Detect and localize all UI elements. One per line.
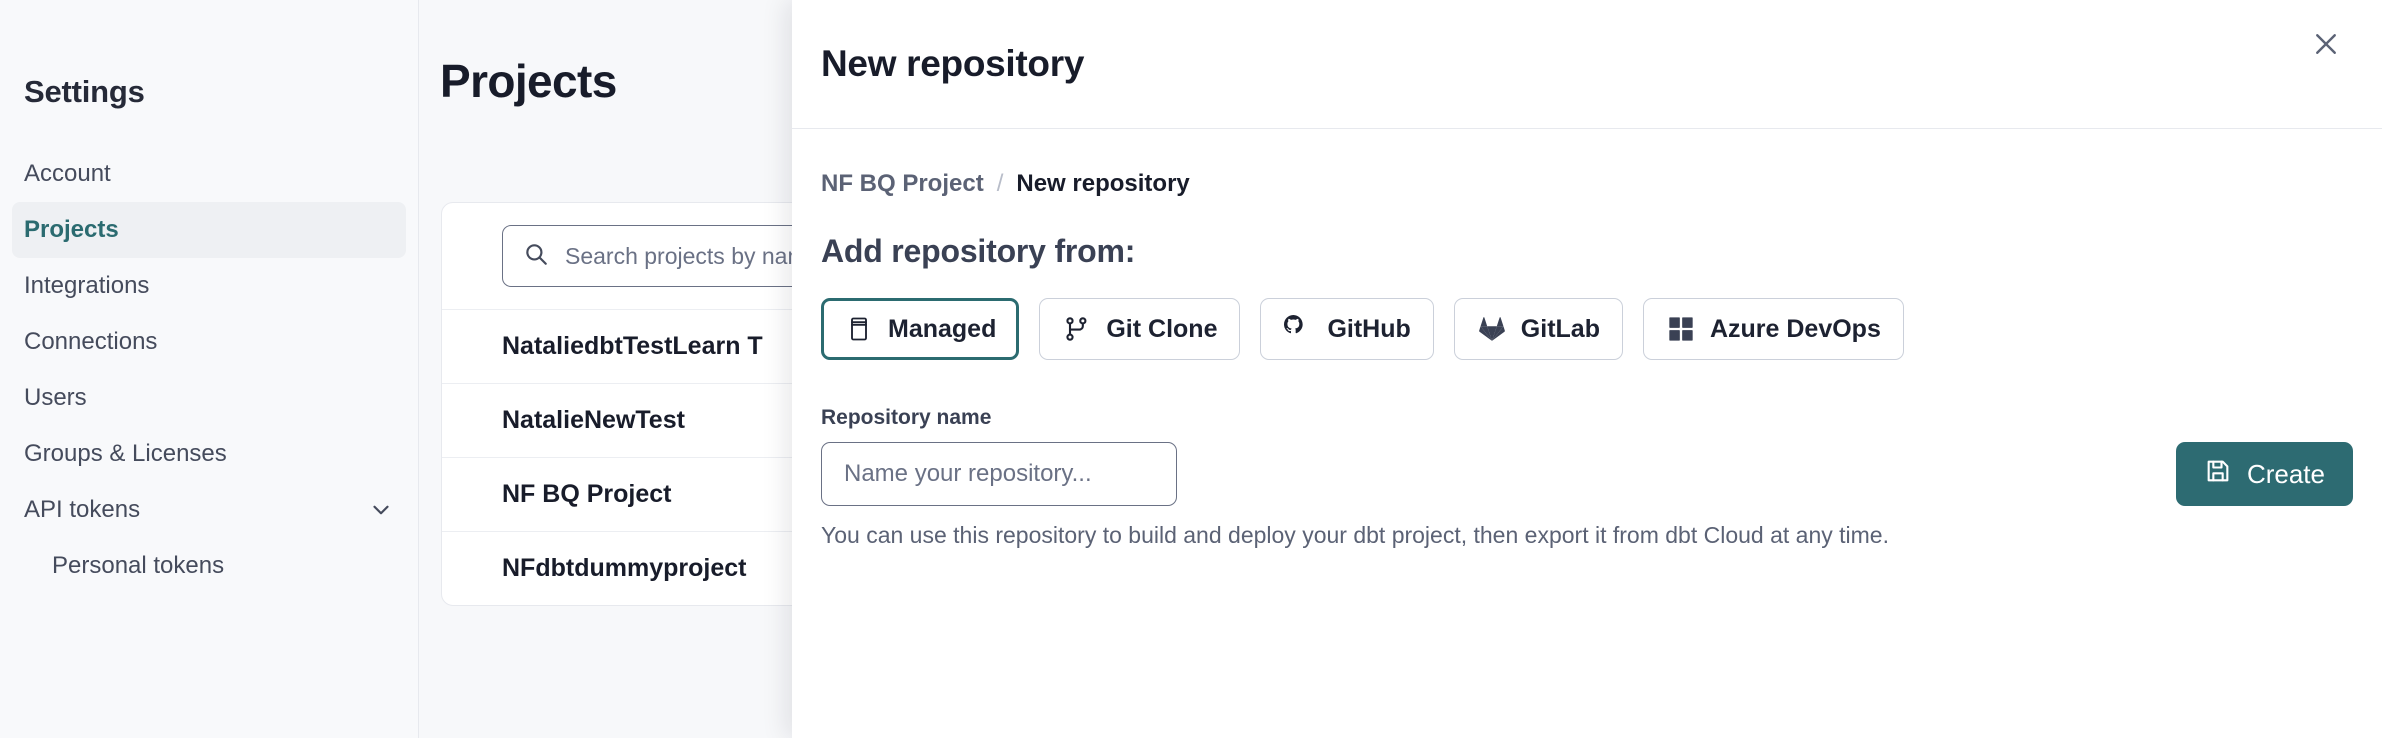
new-repository-modal: New repository NF BQ Project / New repos… (792, 0, 2382, 738)
modal-title: New repository (821, 43, 1085, 84)
azure-devops-icon (1666, 314, 1696, 344)
repo-type-git-clone-button[interactable]: Git Clone (1039, 298, 1241, 360)
sidebar-item-api-tokens[interactable]: API tokens (12, 482, 406, 538)
sidebar-item-projects[interactable]: Projects (12, 202, 406, 258)
breadcrumb: NF BQ Project / New repository (821, 170, 2353, 198)
repo-type-managed-button[interactable]: Managed (821, 298, 1020, 360)
modal-header: New repository (792, 0, 2382, 129)
gitlab-icon (1477, 314, 1507, 344)
breadcrumb-current: New repository (1016, 170, 1190, 197)
repo-type-label: Managed (888, 314, 997, 343)
sidebar-item-personal-tokens[interactable]: Personal tokens (12, 538, 406, 594)
modal-body: NF BQ Project / New repository Add repos… (792, 129, 2382, 549)
sidebar-item-account[interactable]: Account (12, 146, 406, 202)
repository-name-label: Repository name (821, 406, 992, 429)
sidebar-item-label: Groups & Licenses (24, 440, 227, 467)
sidebar-item-integrations[interactable]: Integrations (12, 258, 406, 314)
repo-type-azure-devops-button[interactable]: Azure DevOps (1642, 298, 1904, 360)
sidebar-item-label: Projects (24, 216, 119, 243)
repo-type-label: GitLab (1520, 314, 1600, 343)
database-icon (844, 314, 874, 344)
add-repository-heading: Add repository from: (821, 233, 1136, 269)
search-placeholder: Search projects by name (565, 242, 820, 269)
repository-name-row: Repository name You can use this reposit… (821, 406, 2353, 549)
sidebar-title: Settings (24, 74, 145, 109)
sidebar-item-users[interactable]: Users (12, 370, 406, 426)
breadcrumb-separator: / (996, 170, 1004, 197)
sidebar-item-connections[interactable]: Connections (12, 314, 406, 370)
create-button[interactable]: Create (2175, 442, 2353, 506)
sidebar-item-label: Account (24, 160, 111, 187)
create-button-label: Create (2246, 458, 2325, 489)
repository-name-field-block: Repository name You can use this reposit… (821, 406, 2146, 549)
close-icon[interactable] (2300, 18, 2352, 70)
repo-type-label: Git Clone (1106, 314, 1218, 343)
repo-type-gitlab-button[interactable]: GitLab (1453, 298, 1623, 360)
github-icon (1283, 314, 1313, 344)
sidebar-item-label: Personal tokens (52, 552, 225, 579)
sidebar-item-label: Integrations (24, 272, 150, 299)
git-branch-icon (1062, 314, 1092, 344)
repo-type-label: GitHub (1327, 314, 1411, 343)
save-icon (2204, 457, 2232, 492)
sidebar-item-label: Connections (24, 328, 158, 355)
repository-helper-text: You can use this repository to build and… (821, 522, 1889, 548)
page-title: Projects (440, 55, 617, 107)
repository-type-group: Managed Git Clone GitHub GitLab Azure De… (821, 298, 2353, 360)
sidebar-item-groups-licenses[interactable]: Groups & Licenses (12, 426, 406, 482)
sidebar-item-label: Users (24, 384, 87, 411)
sidebar-item-label: API tokens (24, 496, 141, 523)
breadcrumb-parent-link[interactable]: NF BQ Project (821, 170, 984, 197)
repository-name-input[interactable] (821, 442, 1177, 506)
repo-type-github-button[interactable]: GitHub (1260, 298, 1434, 360)
search-icon (523, 241, 549, 272)
repo-type-label: Azure DevOps (1709, 314, 1881, 343)
chevron-down-icon[interactable] (368, 497, 394, 523)
